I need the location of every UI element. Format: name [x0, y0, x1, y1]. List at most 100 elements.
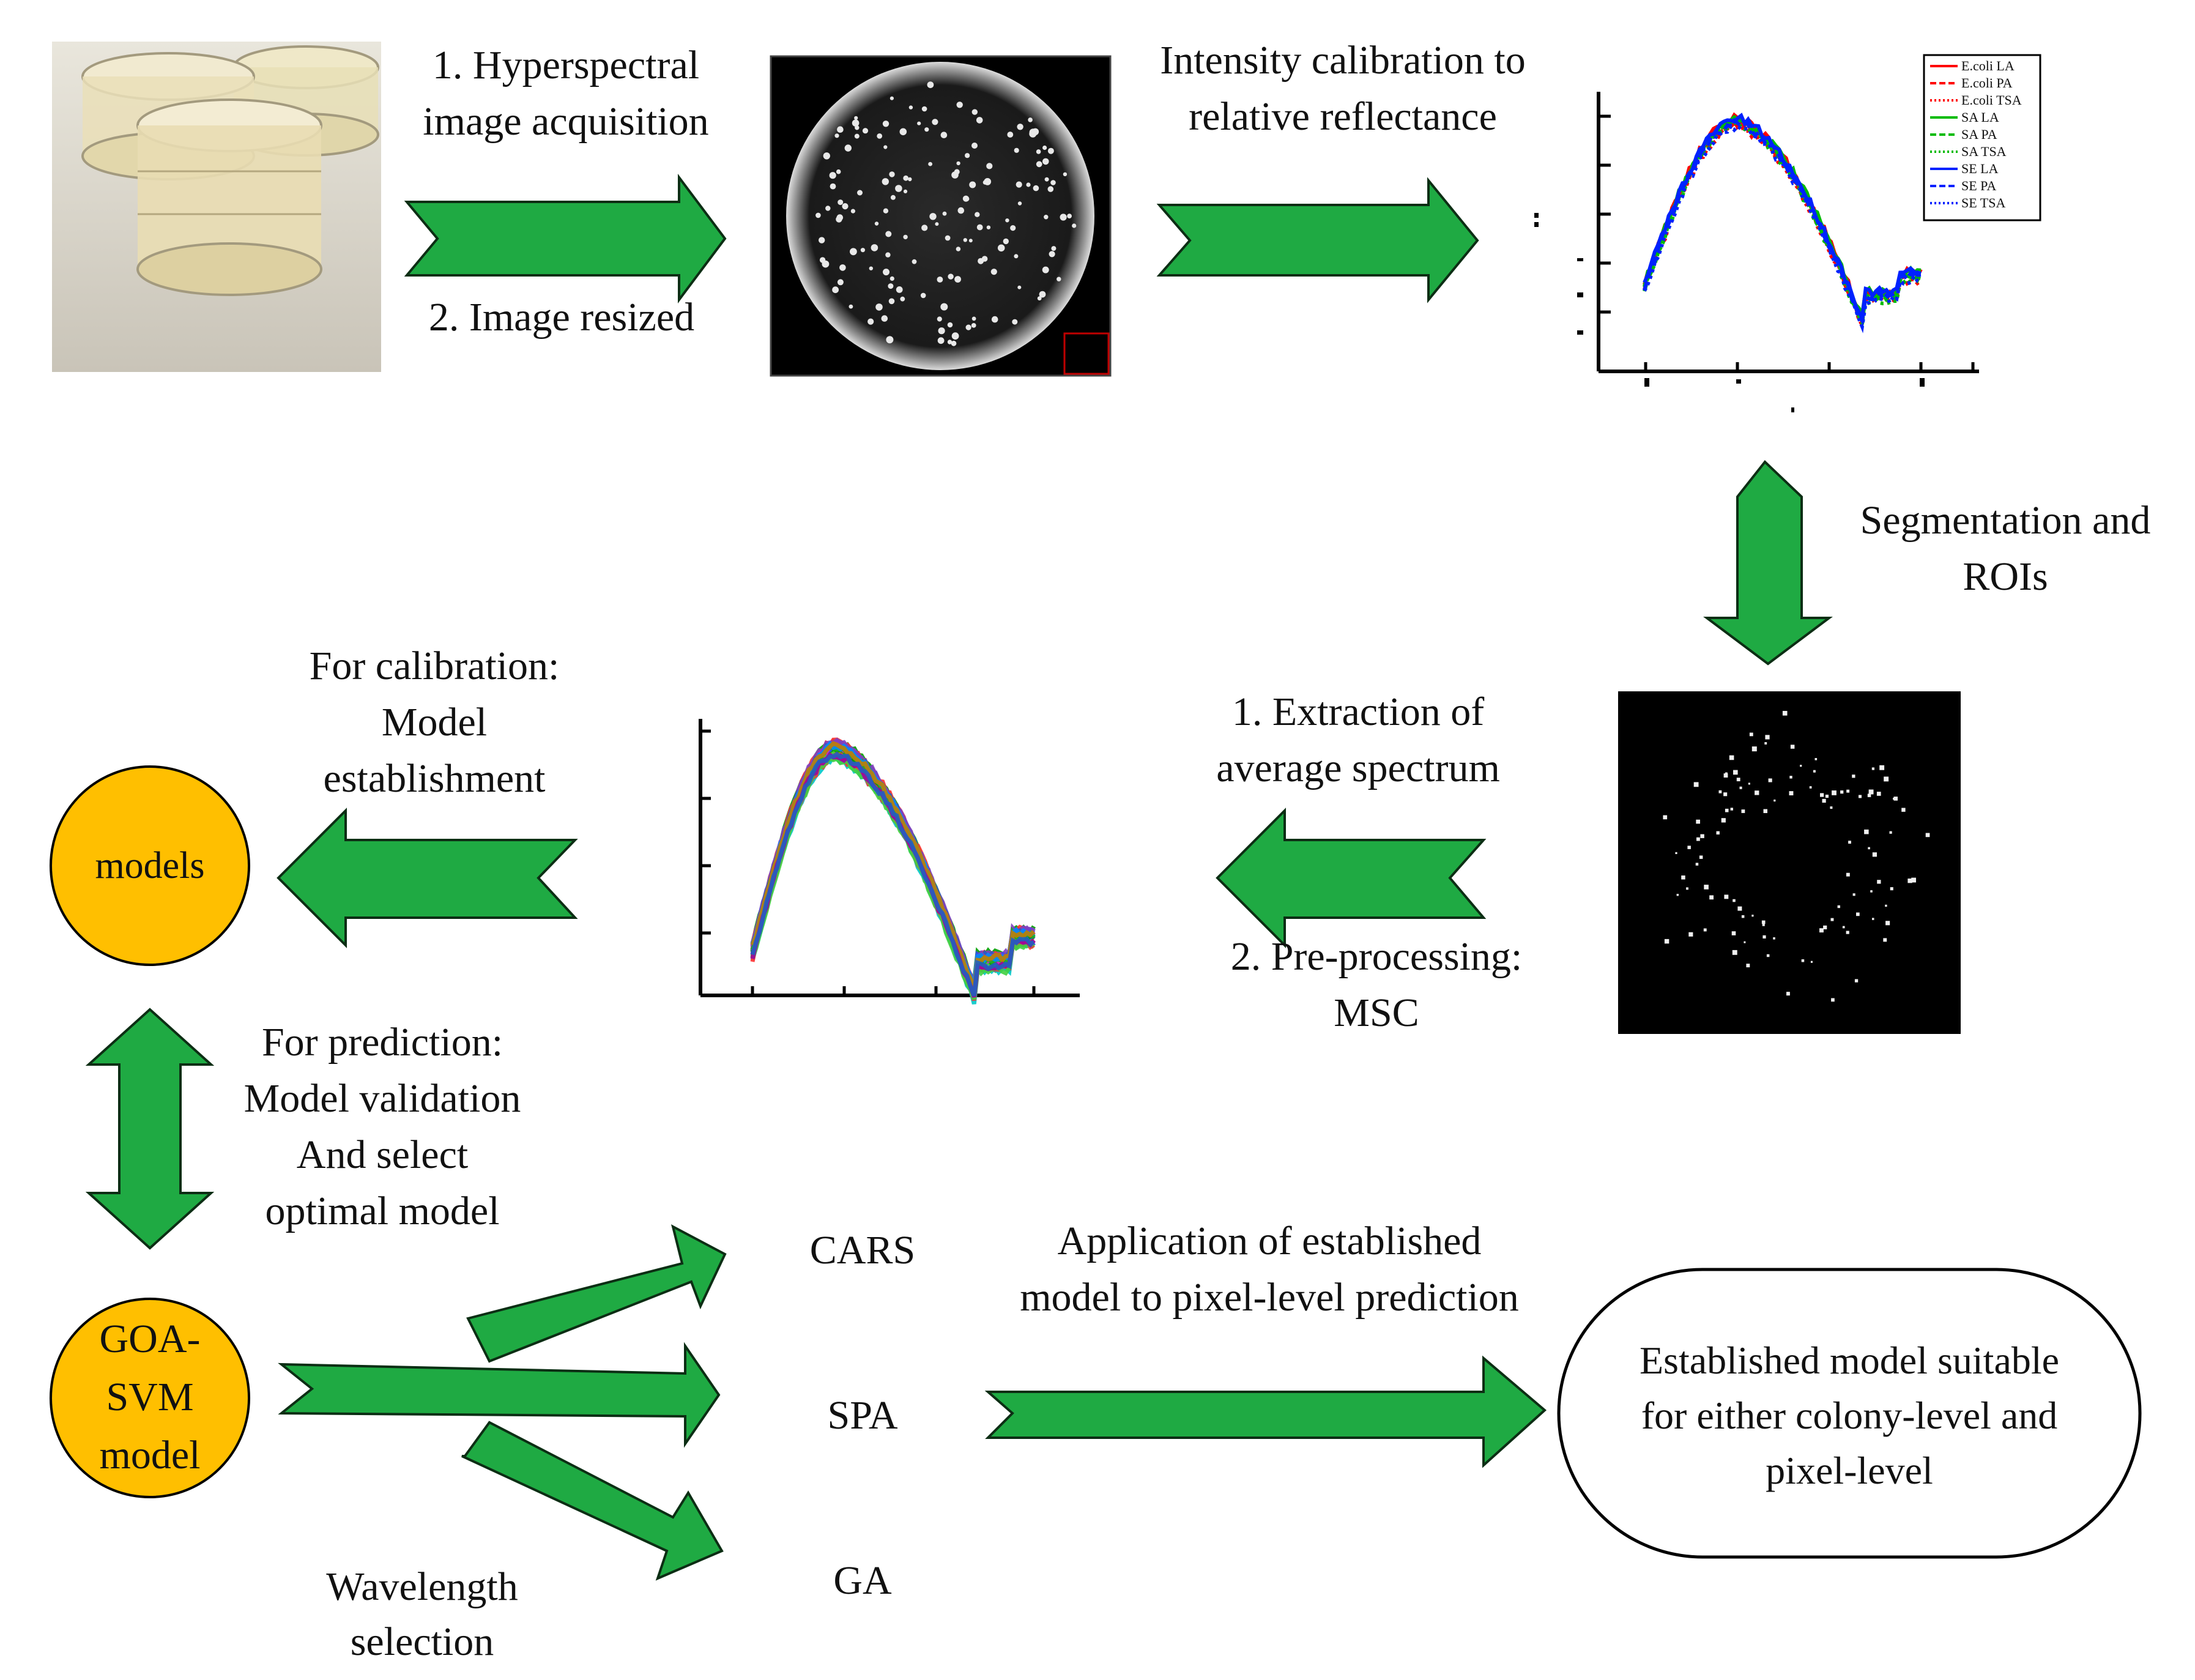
colony-dot	[1042, 145, 1047, 151]
colony-dot	[986, 163, 993, 169]
goa-label-line1: GOA-	[100, 1317, 201, 1361]
colony-dot	[1010, 225, 1016, 231]
colony-dot	[881, 315, 888, 322]
colony-dot	[912, 259, 917, 264]
legend-label: E.coli TSA	[1961, 92, 2022, 108]
colony-dot	[956, 102, 963, 108]
colony-dot	[1017, 285, 1022, 289]
colony-dot	[1039, 291, 1046, 298]
roi-dot	[1846, 872, 1850, 877]
colony-dot	[837, 279, 844, 286]
roi-dot	[1746, 964, 1750, 968]
roi-dot	[1700, 834, 1704, 838]
colony-dot	[899, 128, 907, 136]
roi-dot	[1741, 809, 1745, 813]
colony-dot	[971, 109, 978, 115]
roi-dot	[1879, 765, 1885, 770]
colony-dot	[1049, 251, 1055, 258]
roi-dot	[1852, 893, 1855, 896]
chart-stray-marks	[1534, 213, 1925, 412]
roi-dot	[1687, 846, 1691, 849]
avg-spectrum-line	[750, 737, 1034, 987]
colony-dot	[1003, 238, 1009, 245]
result-line1: Established model suitable	[1640, 1339, 2059, 1382]
colony-dot	[965, 324, 971, 330]
roi-dot	[1721, 818, 1726, 823]
roi-dot	[1741, 915, 1745, 918]
colony-dot	[1014, 254, 1019, 259]
colony-dot	[888, 283, 894, 289]
roi-dot	[1842, 926, 1845, 929]
ga-label: GA	[833, 1558, 892, 1603]
roi-dot	[1867, 794, 1871, 797]
roi-dot	[1868, 847, 1870, 850]
model-calibration-line1: For calibration:	[310, 644, 560, 688]
arrow-average-to-models	[277, 808, 578, 948]
arrow-models-goa-bidirectional	[85, 1008, 215, 1250]
colony-dot	[1042, 266, 1049, 273]
roi-dot	[1911, 877, 1916, 883]
colony-dot	[1005, 218, 1009, 223]
colony-dot	[871, 244, 878, 251]
colony-dot	[908, 105, 913, 110]
roi-dot	[1725, 808, 1729, 812]
roi-dot	[1837, 905, 1840, 909]
roi-dot	[1664, 938, 1669, 944]
colony-dot	[962, 195, 969, 202]
reflectance-curves	[1643, 112, 1923, 333]
colony-dot	[968, 239, 973, 243]
acquisition-label-line2: image acquisition	[423, 99, 708, 144]
colony-dot	[1036, 149, 1041, 154]
colony-dot	[1047, 186, 1054, 192]
roi-dot	[1831, 998, 1835, 1002]
roi-dot	[1734, 770, 1737, 773]
colony-dot	[945, 235, 951, 241]
arrow-segmentation-to-average	[1216, 808, 1487, 948]
colony-dot	[850, 248, 857, 256]
colony-dot	[921, 106, 927, 112]
reflectance-series-line	[1643, 122, 1922, 333]
colony-dot	[908, 177, 912, 182]
colony-dot	[903, 234, 908, 240]
colony-dot	[1016, 181, 1022, 188]
colony-dot	[920, 292, 926, 299]
resize-label: 2. Image resized	[429, 295, 694, 340]
prediction-label-line4: optimal model	[265, 1189, 499, 1233]
avg-spectrum-line	[750, 737, 1034, 986]
colony-dot	[986, 225, 991, 229]
result-line3: pixel-level	[1766, 1449, 1933, 1492]
colony-dot	[970, 181, 976, 187]
roi-dot	[1852, 775, 1855, 778]
avg-spectrum-line	[750, 740, 1036, 988]
colony-dot	[997, 244, 1005, 252]
application-label-line1: Application of established	[1058, 1219, 1482, 1263]
application-label-line2: model to pixel-level prediction	[1020, 1275, 1519, 1320]
colony-dot	[1028, 117, 1033, 122]
colony-dot	[956, 247, 961, 251]
colony-dot	[947, 322, 953, 328]
roi-dot	[1868, 789, 1874, 795]
roi-dot	[1724, 894, 1729, 899]
colony-dot	[954, 276, 961, 283]
colony-dot	[917, 121, 921, 125]
roi-dot	[1723, 773, 1728, 778]
dish-front	[136, 98, 322, 296]
roi-dot	[1762, 935, 1766, 938]
colony-dot	[938, 327, 945, 335]
colony-dot	[1012, 319, 1018, 325]
roi-dot	[1744, 941, 1746, 943]
roi-dot	[1901, 808, 1906, 812]
roi-dot	[1846, 789, 1850, 793]
colony-dot	[1017, 124, 1023, 130]
segmentation-roi-image	[1618, 691, 1961, 1034]
roi-dot	[1840, 790, 1844, 794]
colony-dot	[836, 169, 841, 174]
roi-dot	[1830, 806, 1833, 809]
avg-spectrum-line	[750, 751, 1035, 997]
roi-dot	[1723, 792, 1728, 797]
legend-label: SE LA	[1961, 161, 1999, 176]
roi-dot	[1819, 928, 1824, 933]
colony-dot	[896, 286, 903, 293]
arrow-plate-to-spectra	[1156, 177, 1479, 303]
roi-dot	[1871, 767, 1874, 770]
